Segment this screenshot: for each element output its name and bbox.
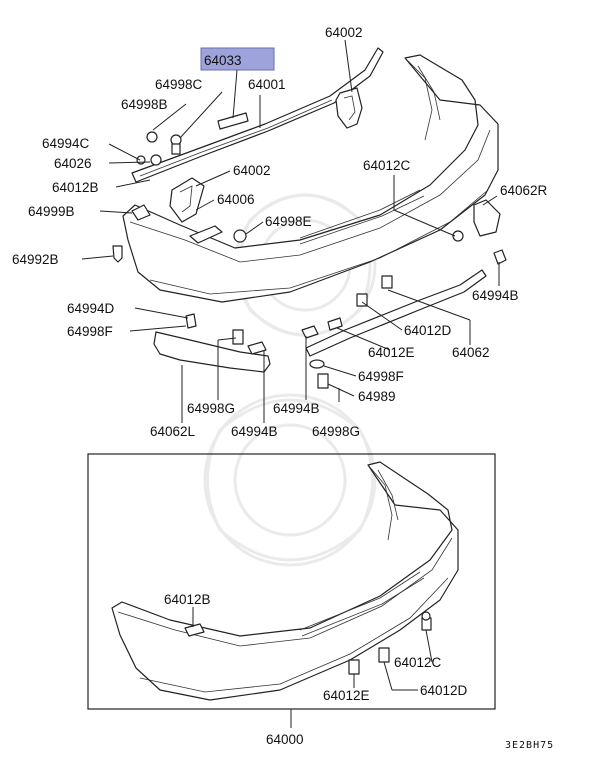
label-64994C: 64994C [42, 136, 90, 151]
label-64006: 64006 [217, 192, 255, 207]
rail-64001 [131, 47, 384, 183]
label-64012B-box: 64012B [164, 592, 211, 607]
label-64012E-top: 64012E [368, 345, 415, 360]
label-64998C: 64998C [155, 77, 203, 92]
label-64998G-left: 64998G [187, 401, 235, 416]
label-64999B: 64999B [28, 204, 75, 219]
plate-64033 [217, 112, 249, 130]
label-64012E-box: 64012E [323, 688, 370, 703]
leader-lines-upper [81, 39, 500, 423]
label-64062: 64062 [452, 345, 490, 360]
label-64992B: 64992B [12, 252, 59, 267]
part-labels: 64002 64033 64998C 64001 64998B 64994C 6… [12, 25, 554, 751]
label-64012B-top: 64012B [52, 180, 99, 195]
part-64033-highlight [200, 47, 275, 71]
bumper-cover-upper [122, 54, 499, 303]
label-64998F-left: 64998F [67, 324, 113, 339]
garnish-64006 [189, 225, 223, 244]
clip-64994B-right [493, 249, 507, 265]
label-64998G-right: 64998G [312, 424, 360, 439]
label-64002-top: 64002 [325, 25, 363, 40]
fasteners-upper [112, 131, 464, 389]
diagram-code: 3E2BH75 [505, 740, 554, 751]
label-64002-mid: 64002 [233, 163, 271, 178]
label-64998F-right: 64998F [358, 369, 404, 384]
label-64012C-box: 64012C [394, 655, 442, 670]
label-64994D: 64994D [67, 301, 115, 316]
label-64026: 64026 [54, 156, 92, 171]
label-64012D-box: 64012D [420, 683, 468, 698]
label-64994B-right: 64994B [472, 288, 519, 303]
label-64998E: 64998E [265, 214, 312, 229]
leader-lines-lower [192, 607, 433, 728]
label-64062L: 64062L [150, 424, 196, 439]
label-64012C-top: 64012C [363, 158, 411, 173]
spacer-64062R [473, 199, 501, 237]
label-64012D-top: 64012D [404, 323, 452, 338]
label-64998B: 64998B [121, 97, 168, 112]
label-64062R: 64062R [500, 183, 548, 198]
bracket-64002-mid [169, 177, 205, 223]
label-64994B-mid: 64994B [273, 401, 320, 416]
label-64989: 64989 [358, 389, 396, 404]
label-64000: 64000 [266, 732, 304, 747]
bumper-assembly-64000 [111, 461, 459, 701]
skirt-64062 [305, 269, 487, 357]
bracket-64002-top [335, 87, 363, 129]
label-64994B-bottom: 64994B [231, 424, 278, 439]
label-64001: 64001 [248, 77, 286, 92]
label-64033: 64033 [204, 53, 242, 68]
